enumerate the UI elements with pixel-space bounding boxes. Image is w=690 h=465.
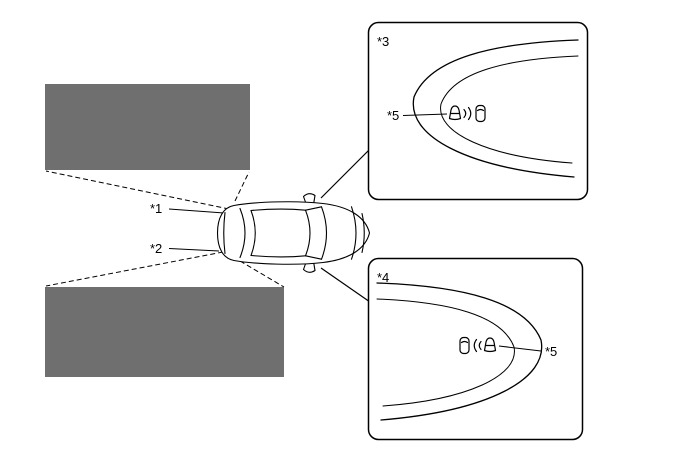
leader-line-annotation-2 xyxy=(168,248,220,252)
callout-connector-right-mirror xyxy=(320,267,371,303)
leader-line-annotation-5-left xyxy=(402,113,448,116)
label-annotation-2: *2 xyxy=(150,241,162,256)
beam-line-lower-right xyxy=(239,260,285,288)
right-mirror-outline-inner xyxy=(376,298,515,407)
label-annotation-3: *3 xyxy=(377,34,389,49)
right-mirror-outline-outer xyxy=(376,282,543,421)
car-hood-line xyxy=(350,206,357,260)
car-rear-window-inner xyxy=(250,209,256,257)
label-annotation-1: *1 xyxy=(150,201,162,216)
car-windshield-rear-edge xyxy=(304,209,311,257)
car-roof-edge-bottom xyxy=(250,254,307,258)
callout-box-left-mirror xyxy=(367,21,589,201)
car-windshield-front-edge xyxy=(320,206,328,260)
car-rear-window-outer xyxy=(239,207,246,259)
leader-line-annotation-1 xyxy=(168,208,225,214)
car-top-view xyxy=(216,193,371,273)
beam-line-upper-right xyxy=(234,171,250,202)
car-rear-bumper-line xyxy=(223,211,226,255)
right-mirror-outline xyxy=(376,282,543,421)
car-a-pillar-top xyxy=(304,206,323,211)
label-annotation-5-right: *5 xyxy=(545,344,557,359)
radar-beam-lines xyxy=(45,170,285,288)
car-roof-edge-top xyxy=(250,208,307,212)
callout-connector-left-mirror xyxy=(320,148,371,199)
leader-line-annotation-5-right xyxy=(498,345,542,352)
beam-line-upper-left xyxy=(45,170,230,210)
detection-zone-upper xyxy=(45,84,250,170)
car-body-outline xyxy=(216,201,371,265)
label-annotation-5-left: *5 xyxy=(387,108,399,123)
beam-line-lower-left xyxy=(45,251,224,287)
left-mirror-outline-outer xyxy=(412,39,579,178)
left-mirror-outline xyxy=(412,39,579,178)
car-front-bumper-line xyxy=(361,212,365,254)
detection-zone-lower xyxy=(45,287,284,377)
car-a-pillar-bottom xyxy=(304,255,323,260)
left-mirror-outline-inner xyxy=(440,55,579,164)
label-annotation-4: *4 xyxy=(377,270,389,285)
